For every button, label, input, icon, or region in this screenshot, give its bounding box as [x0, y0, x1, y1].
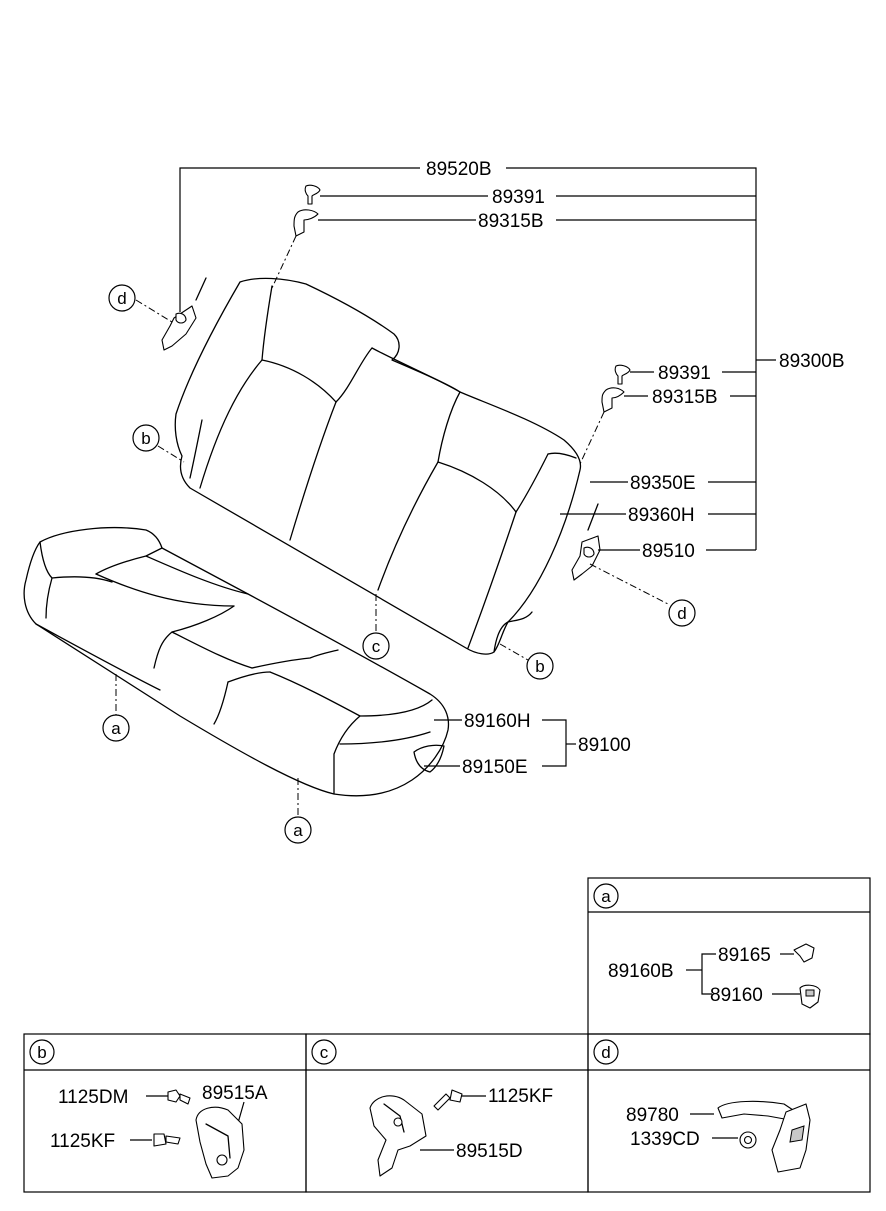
bolt-1125DM-part: [167, 1089, 191, 1105]
guide-89315B-top-part: [271, 209, 319, 289]
clip-89165-part: [793, 943, 815, 963]
svg-text:a: a: [111, 719, 121, 738]
striker-89780-part: [717, 1100, 797, 1121]
svg-text:c: c: [372, 637, 381, 656]
label-89391-top: 89391: [492, 187, 545, 208]
callout-c: c: [362, 632, 390, 660]
svg-text:d: d: [677, 604, 686, 623]
label-89315B-top: 89315B: [478, 211, 544, 232]
clip-89160-part: [799, 984, 821, 1009]
pin-89391-right-part: [614, 364, 631, 385]
label-1125KF-c: 1125KF: [488, 1086, 553, 1107]
detail-a-letter: a: [601, 887, 611, 906]
seat-cushion: [23, 526, 450, 797]
latch-left-part: [135, 277, 207, 351]
detail-d-letter: d: [601, 1043, 610, 1062]
guide-89315B-right-part: [579, 387, 625, 465]
label-89160H: 89160H: [464, 711, 531, 732]
label-1125KF-b: 1125KF: [50, 1131, 115, 1152]
latch-right-part: [571, 503, 669, 605]
callout-d-right: d: [668, 599, 696, 627]
detail-box-d: d 89780 1339CD: [587, 1033, 871, 1193]
label-1125DM: 1125DM: [58, 1087, 128, 1108]
label-89515D: 89515D: [456, 1141, 523, 1162]
svg-text:b: b: [535, 657, 544, 676]
detail-c-letter: c: [320, 1043, 329, 1062]
label-89300B: 89300B: [779, 351, 845, 372]
detail-box-a: a 89160B 89165 89160: [587, 877, 871, 1035]
label-89315B-right: 89315B: [652, 387, 718, 408]
detail-b-letter: b: [37, 1043, 46, 1062]
svg-text:b: b: [141, 429, 150, 448]
callout-b-right: b: [526, 652, 554, 680]
seat-back: [174, 277, 582, 655]
label-1339CD: 1339CD: [630, 1129, 700, 1150]
label-89360H: 89360H: [628, 505, 695, 526]
pin-89391-top-part: [304, 184, 321, 205]
label-89520B: 89520B: [426, 159, 492, 180]
callout-a-left: a: [102, 714, 130, 742]
callout-d-left: d: [108, 284, 136, 312]
svg-text:d: d: [117, 289, 126, 308]
label-89350E: 89350E: [630, 473, 696, 494]
label-89160B: 89160B: [608, 961, 674, 982]
bracket-89515D-part: [369, 1095, 427, 1177]
label-89160: 89160: [710, 985, 763, 1006]
detail-box-c: c 1125KF 89515D: [305, 1033, 589, 1193]
label-89780: 89780: [626, 1105, 679, 1126]
bolt-1125KF-b-part: [153, 1133, 181, 1147]
callout-b-left: b: [132, 424, 160, 452]
label-89391-right: 89391: [658, 363, 711, 384]
detail-box-b: b 1125DM 89515A 1125KF: [23, 1033, 307, 1193]
label-89165: 89165: [718, 945, 771, 966]
label-89515A: 89515A: [202, 1083, 268, 1104]
bracket-89515A-part: [195, 1106, 245, 1179]
leader-lines: [115, 167, 776, 818]
svg-text:a: a: [293, 821, 303, 840]
label-89510: 89510: [642, 541, 695, 562]
bolt-1125KF-c-part: [433, 1089, 463, 1111]
callout-a-bottom: a: [284, 816, 312, 844]
label-89150E: 89150E: [462, 757, 528, 778]
label-89100: 89100: [578, 735, 631, 756]
